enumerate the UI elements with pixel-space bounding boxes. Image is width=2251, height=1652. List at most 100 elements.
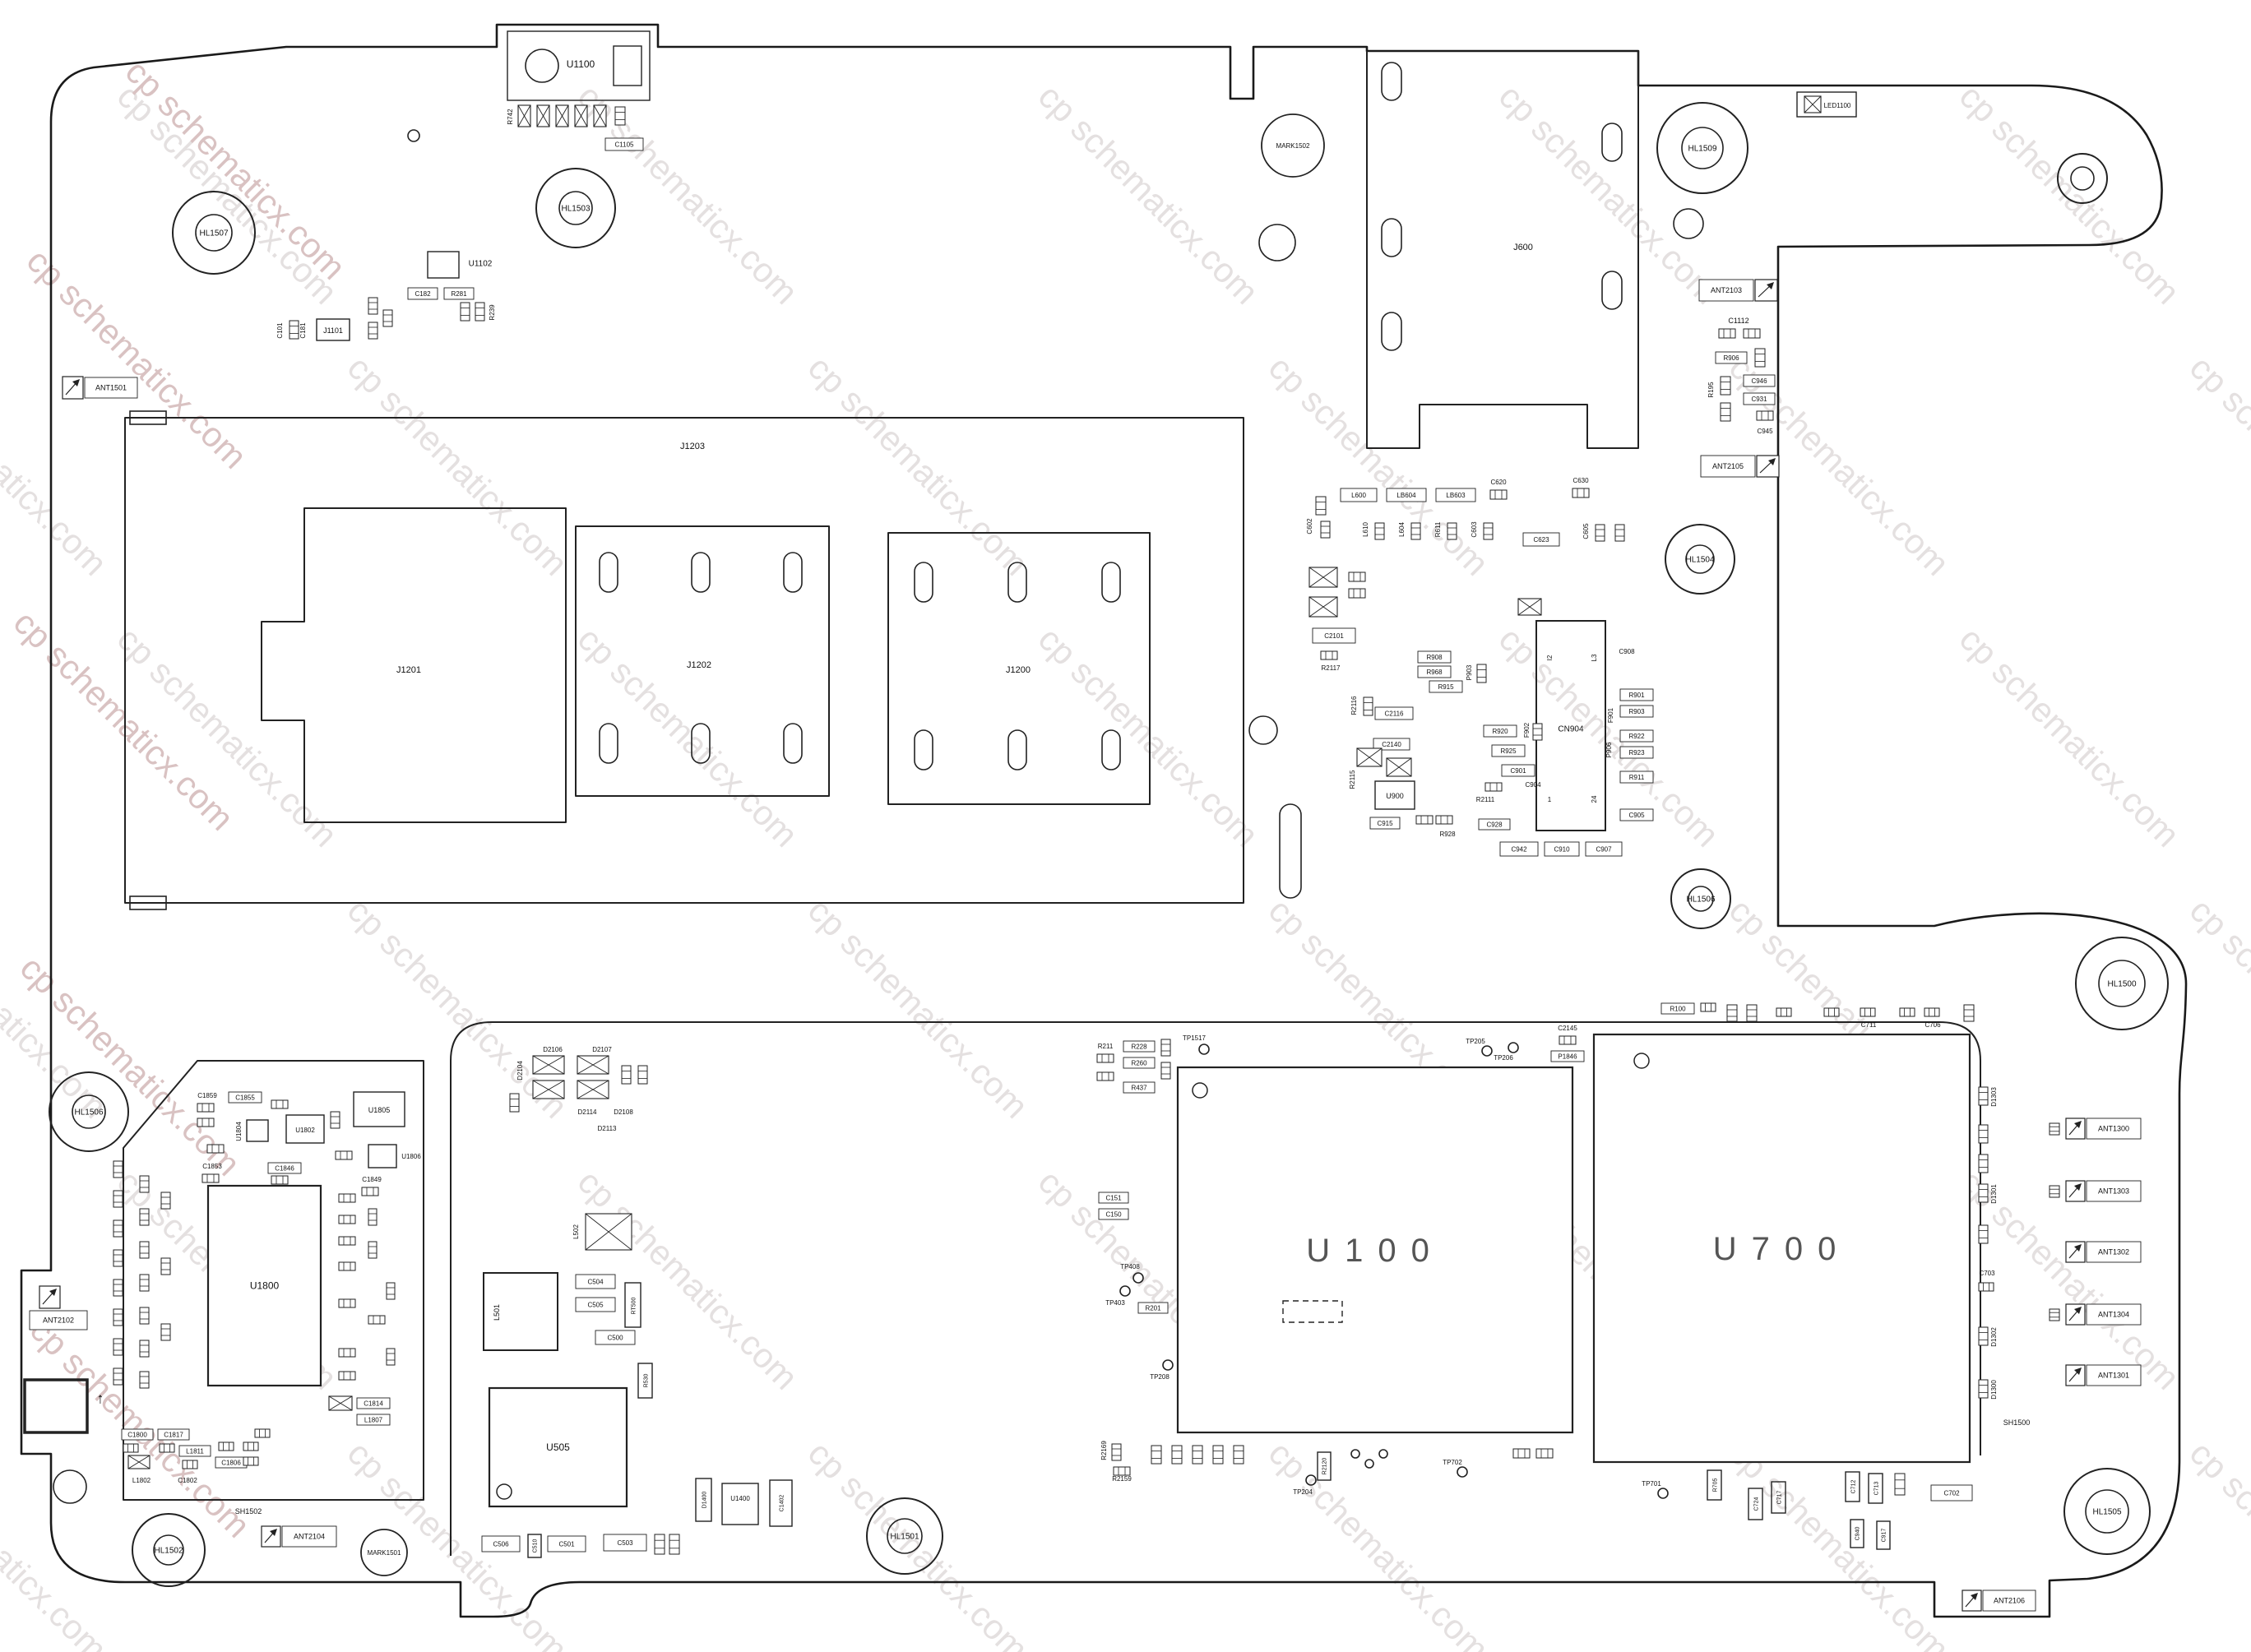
labeled-box-text: C1806 <box>221 1459 241 1466</box>
ref-label-I2: I2 <box>1546 655 1554 660</box>
smd-part <box>1483 522 1494 540</box>
smd-part <box>1754 348 1766 368</box>
component-outline <box>285 1114 325 1144</box>
smd-part <box>271 1099 289 1109</box>
j1200-slot <box>914 729 933 770</box>
labeled-box-ANT2106 <box>1982 1590 2036 1612</box>
ref-label-TP205: TP205 <box>1466 1038 1485 1045</box>
j1202-slot <box>599 552 618 593</box>
smd-part <box>614 106 626 126</box>
fiducial-mark-label: MARK1501 <box>368 1549 401 1557</box>
ref-label-C1849: C1849 <box>362 1176 382 1183</box>
smd-part <box>1559 1035 1577 1045</box>
labeled-box-C1800 <box>121 1428 154 1441</box>
labeled-box-L1811 <box>178 1445 211 1457</box>
smd-part <box>1572 488 1590 498</box>
smd-part <box>139 1175 150 1193</box>
labeled-box-R437 <box>1123 1081 1156 1094</box>
ref-label-D1303: D1303 <box>1990 1087 1998 1107</box>
smd-part <box>1348 588 1366 599</box>
labeled-box-text: C915 <box>1377 820 1393 827</box>
labeled-box-text: R922 <box>1628 733 1645 740</box>
smd-part <box>338 1298 356 1308</box>
smd-part <box>1860 1007 1876 1017</box>
labeled-box-text: ANT1302 <box>2098 1248 2129 1256</box>
ref-label-D1301: D1301 <box>1990 1184 1998 1204</box>
mounting-hole-outer-HL1505 <box>2063 1468 2151 1555</box>
smd-part <box>1978 1154 1989 1173</box>
labeled-box-text: ANT1303 <box>2098 1187 2129 1196</box>
component-outline <box>368 1144 397 1168</box>
fiducial-mark-label: MARK1502 <box>1276 142 1310 150</box>
smd-part <box>1476 664 1487 683</box>
smd-part <box>1720 376 1731 396</box>
j1202-slot <box>783 723 803 764</box>
labeled-box-text: C506 <box>493 1540 509 1548</box>
component-outline <box>1876 1520 1891 1550</box>
labeled-box-C182 <box>407 287 438 300</box>
ref-label-TP1517: TP1517 <box>1183 1034 1207 1042</box>
smd-part <box>1614 524 1625 542</box>
ref-label-D2114: D2114 <box>578 1108 598 1116</box>
smd-part <box>1096 1071 1114 1081</box>
watermark-text: cp schematicx.com <box>1492 76 1727 312</box>
inductor-x <box>517 104 531 127</box>
smd-part <box>1489 489 1508 500</box>
labeled-box-C910 <box>1544 841 1580 857</box>
ref-label-P903: P903 <box>1466 664 1473 680</box>
mounting-hole-outer-HL1501 <box>866 1497 943 1575</box>
fiducial-mark-MARK1501 <box>360 1529 408 1576</box>
smd-part <box>368 322 378 340</box>
labeled-box-C942 <box>1499 841 1539 857</box>
smd-part <box>139 1274 150 1292</box>
ref-label-R195: R195 <box>1707 382 1715 398</box>
smd-part <box>289 320 299 340</box>
smd-part <box>1899 1007 1915 1017</box>
labeled-box-C2101 <box>1312 627 1356 644</box>
smd-part <box>197 1103 215 1113</box>
component-outline <box>316 318 350 341</box>
smd-part <box>1484 782 1503 792</box>
ref-label-D2107: D2107 <box>592 1046 612 1053</box>
smd-part <box>254 1428 271 1438</box>
labeled-box-text: C1846 <box>275 1164 294 1172</box>
ref-label-R530: R530 <box>643 1374 649 1388</box>
component-outline <box>507 30 651 101</box>
mounting-hole-label: HL1503 <box>561 205 590 214</box>
antenna-symbol-icon <box>2065 1241 2086 1263</box>
ref-label-D2106: D2106 <box>543 1046 563 1053</box>
chip-label-U1800: U1800 <box>250 1280 280 1292</box>
smd-part <box>1233 1445 1244 1465</box>
mounting-hole-inner-HL1501 <box>887 1518 923 1554</box>
circle-feature <box>1378 1449 1388 1459</box>
smd-part <box>1111 1443 1122 1461</box>
ref-label-TP701: TP701 <box>1642 1480 1661 1488</box>
labeled-box-text: R201 <box>1145 1304 1161 1312</box>
chip-label-U505: U505 <box>546 1441 570 1453</box>
ref-label-F902: F902 <box>1523 722 1531 738</box>
ref-label-J1201: J1201 <box>396 665 421 675</box>
mounting-hole-inner-HL1500 <box>2098 960 2146 1007</box>
smd-part <box>460 302 470 322</box>
labeled-box-C504 <box>575 1274 616 1289</box>
smd-part <box>368 1208 377 1226</box>
ref-label-TP208: TP208 <box>1150 1373 1170 1381</box>
smd-part <box>1718 328 1736 339</box>
labeled-box-text: P1846 <box>1558 1053 1577 1060</box>
ref-label-C1402: C1402 <box>779 1495 785 1512</box>
ref-label-R2169: R2169 <box>1100 1441 1108 1460</box>
labeled-box-text: R228 <box>1131 1043 1147 1050</box>
j1200-slot <box>914 562 933 603</box>
smd-part <box>386 1348 396 1366</box>
smd-part <box>182 1460 198 1469</box>
components-layer: HL1507HL1503HL1509HL1504HL1506HL1500HL15… <box>23 30 2169 1612</box>
smd-part <box>197 1118 215 1127</box>
antenna-symbol-icon <box>1756 455 1780 478</box>
smd-part <box>160 1192 171 1210</box>
smd-part <box>1978 1282 1994 1292</box>
ref-label-J1202: J1202 <box>687 660 711 670</box>
ref-label-U1802: U1802 <box>295 1127 315 1134</box>
labeled-box-ANT2104 <box>281 1525 337 1548</box>
smd-part <box>1726 1004 1738 1022</box>
smd-part <box>1113 1466 1131 1476</box>
